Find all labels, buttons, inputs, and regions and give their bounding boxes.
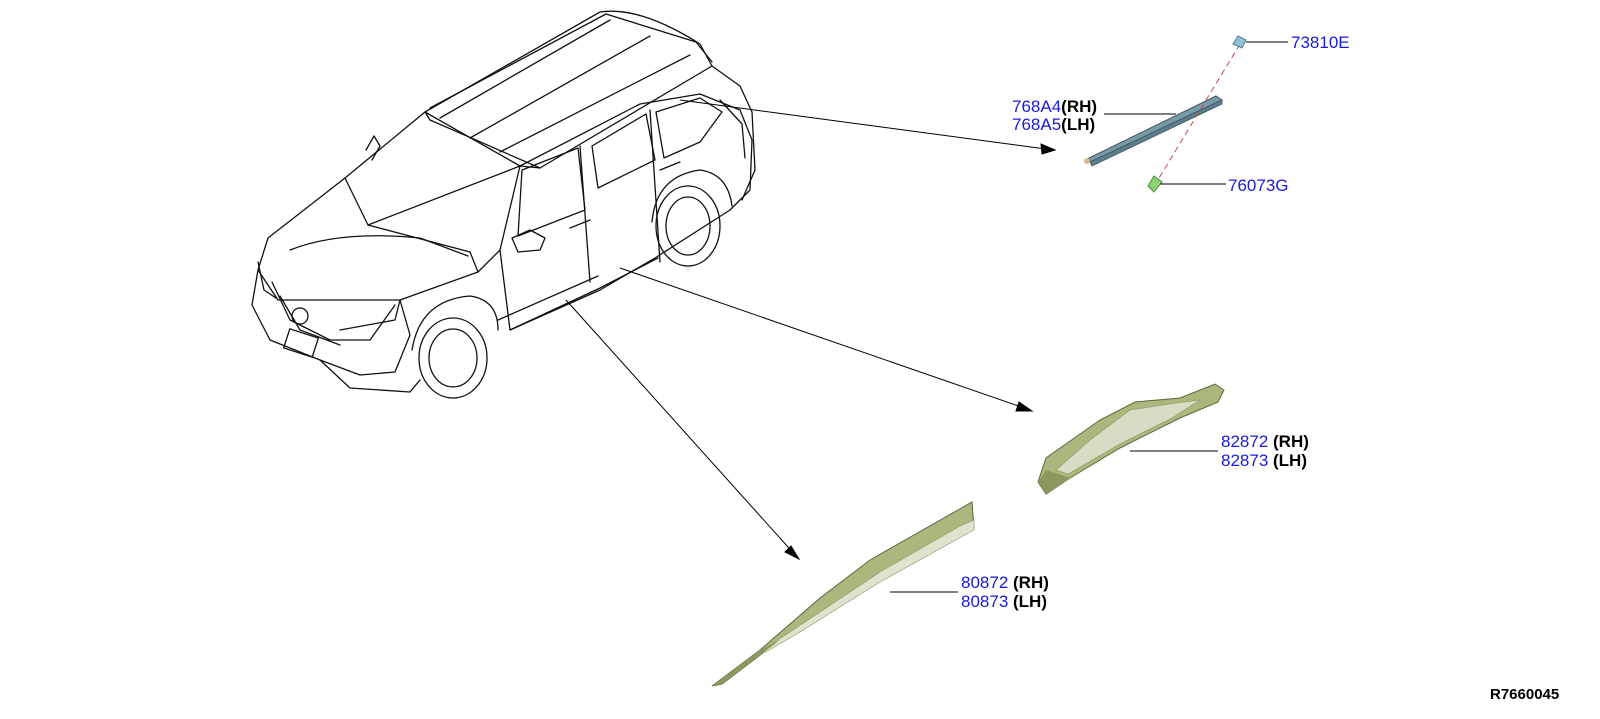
callout-80873: 80873 (LH) — [961, 592, 1047, 611]
part-number-link[interactable]: 80873 — [961, 592, 1009, 611]
callout-lines — [890, 41, 1288, 593]
callout-76073g: 76073G — [1228, 176, 1289, 195]
callout-768a5: 768A5(LH) — [1012, 115, 1095, 134]
side-label: (LH) — [1013, 592, 1047, 611]
clip-73810e-icon — [1232, 35, 1247, 49]
leader-arrows — [565, 99, 1057, 561]
part-number-link[interactable]: 768A5 — [1012, 115, 1062, 134]
side-label: (LH) — [1273, 451, 1307, 470]
diagram-reference-code: R7660045 — [1490, 686, 1560, 703]
part-number-link[interactable]: 80872 — [961, 573, 1009, 592]
part-number-link[interactable]: 82873 — [1221, 451, 1269, 470]
side-label: (RH) — [1273, 432, 1309, 451]
callout-768a4: 768A4(RH) — [1012, 97, 1097, 116]
part-number-link[interactable]: 76073G — [1228, 176, 1289, 195]
side-label: (RH) — [1061, 97, 1098, 116]
side-label: (LH) — [1061, 115, 1096, 134]
part-number-link[interactable]: 82872 — [1221, 432, 1269, 451]
vehicle-illustration — [251, 10, 756, 399]
callout-80872: 80872 (RH) — [961, 573, 1049, 592]
part-number-link[interactable]: 73810E — [1291, 33, 1350, 52]
side-label: (RH) — [1013, 573, 1049, 592]
callout-82872: 82872 (RH) — [1221, 432, 1309, 451]
part-number-link[interactable]: 768A4 — [1012, 97, 1062, 116]
callout-82873: 82873 (LH) — [1221, 451, 1307, 470]
rear-fender-molding-part — [1037, 383, 1225, 495]
clip-76073g-icon — [1147, 175, 1163, 193]
callout-73810e: 73810E — [1291, 33, 1350, 52]
roof-molding-part — [1083, 95, 1224, 167]
clip-alignment-line — [1152, 43, 1241, 189]
door-molding-part — [711, 501, 975, 687]
